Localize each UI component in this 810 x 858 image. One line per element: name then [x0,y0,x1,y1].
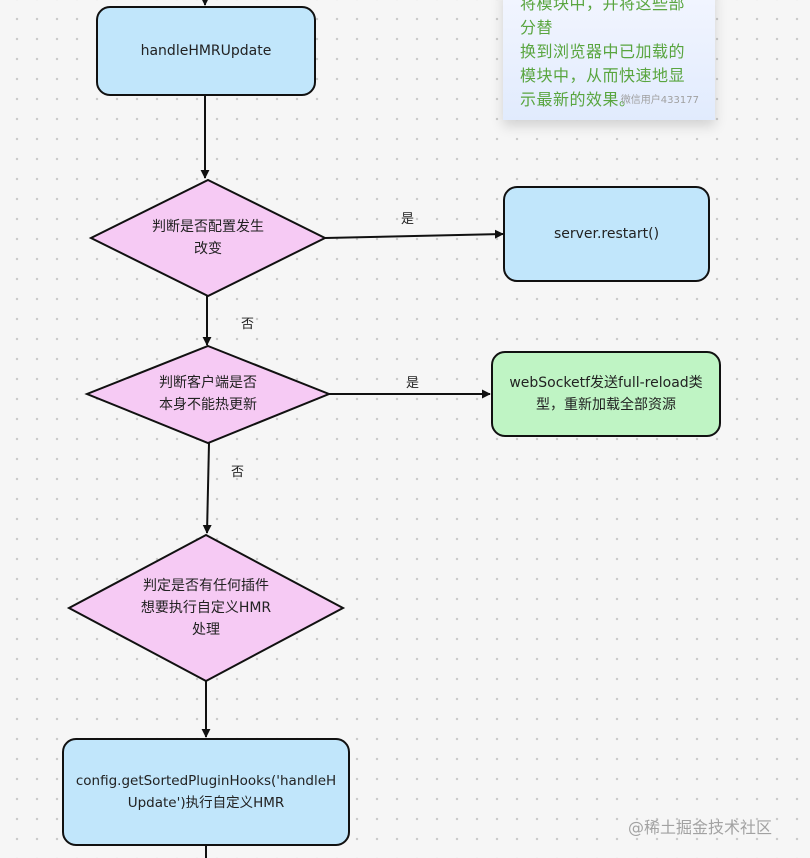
node-label: 判定是否有任何插件 [143,578,269,594]
edge-client-no-to-plugin-check [202,442,212,534]
node-client-cannot-hot-update[interactable]: 判断客户端是否 本身不能热更新 [128,366,288,422]
node-plugin-custom-hmr[interactable]: 判定是否有任何插件 想要执行自定义HMR 处理 [116,572,296,644]
sticky-note[interactable]: 将模块中，并将这些部分替 换到浏览器中已加载的 模块中，从而快速地显 示最新的效… [503,0,715,120]
edge-config-yes-to-restart [324,229,504,239]
node-label: 判断客户端是否 [159,375,257,391]
decision-config-changed-shape [88,178,328,298]
edge-label-no: 否 [231,465,245,480]
node-server-restart[interactable]: server.restart() [503,186,710,282]
decision-client-hot-update-shape [84,344,332,445]
node-sorted-plugin-hooks[interactable]: config.getSortedPluginHooks('handleH Upd… [62,738,350,846]
sticky-note-text: 将模块中，并将这些部分替 换到浏览器中已加载的 模块中，从而快速地显 示最新的效… [520,0,701,112]
note-line: 模块中，从而快速地显 [520,66,686,85]
edge-label-yes: 是 [401,212,415,227]
node-label: 本身不能热更新 [159,397,257,413]
node-label: 判断是否配置发生 [152,219,264,235]
edge-label-yes: 是 [406,376,420,391]
edge-label-no: 否 [241,317,255,332]
sticky-note-author: 微信用户433177 [620,95,699,106]
decision-plugin-custom-hmr-shape [66,533,346,683]
node-label: Update')执行自定义HMR [127,795,285,811]
node-label: 想要执行自定义HMR [140,600,272,616]
node-label: config.getSortedPluginHooks('handleH [75,773,337,789]
note-line: 换到浏览器中已加载的 [520,42,686,61]
node-label: 处理 [192,622,220,638]
node-label: handleHMRUpdate [140,43,272,59]
watermark-text: @稀土掘金技术社区 [628,818,773,837]
node-label: webSocketf发送full-reload类 [509,375,703,391]
node-full-reload[interactable]: webSocketf发送full-reload类 型，重新加载全部资源 [491,351,721,437]
note-line: 将模块中，并将这些部分替 [520,0,686,37]
node-handle-hmr-update[interactable]: handleHMRUpdate [96,6,316,96]
node-config-changed[interactable]: 判断是否配置发生 改变 [126,208,290,268]
node-label: 型，重新加载全部资源 [535,397,676,413]
node-label: server.restart() [553,226,660,242]
note-line: 示最新的效果。 [520,90,636,109]
node-label: 改变 [194,241,222,257]
